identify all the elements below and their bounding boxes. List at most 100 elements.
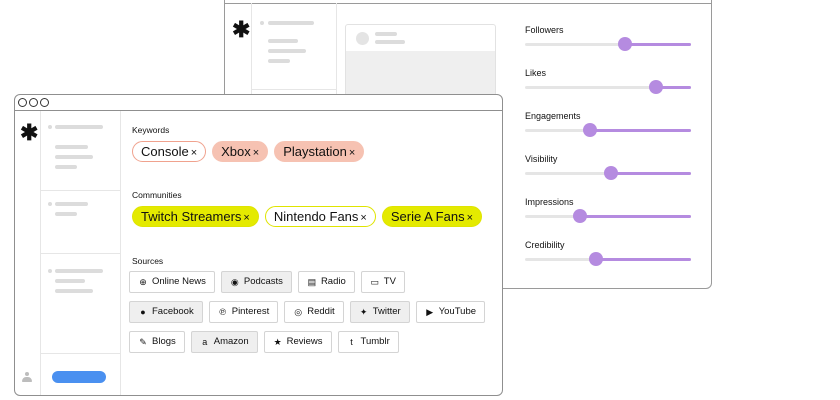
slider-thumb[interactable] [589,252,604,266]
slider-thumb[interactable] [582,123,597,137]
slider-credibility: Credibility [525,235,691,278]
star-icon: ★ [273,337,282,347]
remove-chip-icon[interactable]: × [252,147,260,159]
sources-label: Sources [132,256,164,266]
slider-track[interactable] [525,166,691,180]
source-button-twitter[interactable]: ✦ Twitter [349,301,410,323]
window-close-button[interactable] [18,98,27,107]
remove-chip-icon[interactable]: × [190,147,198,159]
slider-thumb[interactable] [649,80,664,94]
community-chip-nintendo-fans[interactable]: Nintendo Fans× [264,206,376,227]
community-chip-serie-a-fans[interactable]: Serie A Fans× [381,206,483,227]
source-label: Reviews [286,336,323,347]
keyword-chip-playstation[interactable]: Playstation× [274,141,365,162]
skeleton-bar [55,212,77,216]
slider-engagements: Engagements [525,106,691,149]
source-button-podcasts[interactable]: ◉Podcasts [220,271,292,293]
window-maximize-button[interactable] [40,98,49,107]
skeleton-bar [55,269,103,273]
sidebar-divider [41,353,120,354]
blog-icon: ✎ [139,337,147,347]
source-label: Pinterest [231,306,270,317]
filter-panel: Keywords Console×Xbox×Playstation× Commu… [129,111,502,395]
slider-fill [589,129,691,132]
source-label: TV [383,276,396,287]
slider-fill [596,258,691,261]
skeleton-bar [55,125,103,129]
slider-followers: Followers [525,20,691,63]
slider-label: Visibility [525,154,558,164]
slider-thumb[interactable] [617,37,632,51]
slider-track[interactable] [525,209,691,223]
chip-label: Nintendo Fans [273,209,359,224]
globe-icon: ⊕ [139,277,147,287]
slider-track[interactable] [525,123,691,137]
slider-fill [624,43,691,46]
skeleton-bar [55,155,93,159]
skeleton-bar [375,32,397,36]
logo-asterisk-icon: ✱ [20,120,39,145]
remove-chip-icon[interactable]: × [348,147,356,159]
skeleton-bar [55,165,77,169]
skeleton-dot [48,202,52,206]
slider-thumb[interactable] [604,166,619,180]
front-window-titlebar [15,95,502,111]
keyword-chip-xbox[interactable]: Xbox× [212,141,269,162]
user-icon-head [25,372,29,376]
chip-label: Console [141,144,189,159]
remove-chip-icon[interactable]: × [466,212,474,224]
skeleton-avatar [356,32,369,45]
slider-thumb[interactable] [572,209,587,223]
source-button-facebook[interactable]: ●Facebook [129,301,203,323]
slider-track[interactable] [525,252,691,266]
slider-visibility: Visibility [525,149,691,192]
source-button-blogs[interactable]: ✎ Blogs [129,331,185,353]
skeleton-bar [55,279,85,283]
pinterest-icon: ℗ [219,307,227,317]
skeleton-bar [55,289,93,293]
user-profile-icon[interactable] [22,372,32,383]
facebook-icon: ● [140,307,146,317]
back-window-rail: ✱ [225,3,250,288]
slider-track[interactable] [525,37,691,51]
skeleton-bar [268,39,298,43]
window-minimize-button[interactable] [29,98,38,107]
slider-label: Engagements [525,111,581,121]
remove-chip-icon[interactable]: × [243,212,250,224]
source-button-youtube[interactable]: ▶YouTube [415,301,486,323]
source-label: Radio [320,276,346,287]
user-icon-body [22,377,32,382]
skeleton-bar [55,145,88,149]
keyword-chip-console[interactable]: Console× [132,141,207,162]
skeleton-bar [268,49,306,53]
slider-track[interactable] [525,80,691,94]
source-label: Twitter [372,306,401,317]
front-window-rail: ✱ [15,111,39,395]
slider-label: Credibility [525,240,565,250]
sources-row: ⊕Online News◉Podcasts▤Radio▭TV [129,271,499,293]
twitter-icon: ✦ [359,307,368,317]
source-button-reddit[interactable]: ◎Reddit [284,301,344,323]
remove-chip-icon[interactable]: × [360,212,367,224]
tv-icon: ▭ [370,277,380,287]
primary-action-button[interactable] [52,371,106,383]
source-label: Tumblr [360,336,390,347]
source-button-amazon[interactable]: a Amazon [190,331,258,353]
community-chip-twitch-streamers[interactable]: Twitch Streamers× [132,206,259,227]
source-label: Amazon [213,336,249,347]
source-button-tv[interactable]: ▭TV [360,271,405,293]
source-button-reviews[interactable]: ★ Reviews [263,331,332,353]
source-button-pinterest[interactable]: ℗ Pinterest [208,301,279,323]
youtube-icon: ▶ [426,307,434,317]
chip-label: Xbox [221,144,251,159]
source-button-radio[interactable]: ▤Radio [297,271,355,293]
source-label: Blogs [152,336,176,347]
amazon-icon: a [202,337,208,347]
sidebar-divider [252,89,336,90]
front-window-sidebar [40,111,121,395]
source-label: Podcasts [243,276,283,287]
source-button-online-news[interactable]: ⊕Online News [129,271,215,293]
skeleton-bar [268,59,290,63]
